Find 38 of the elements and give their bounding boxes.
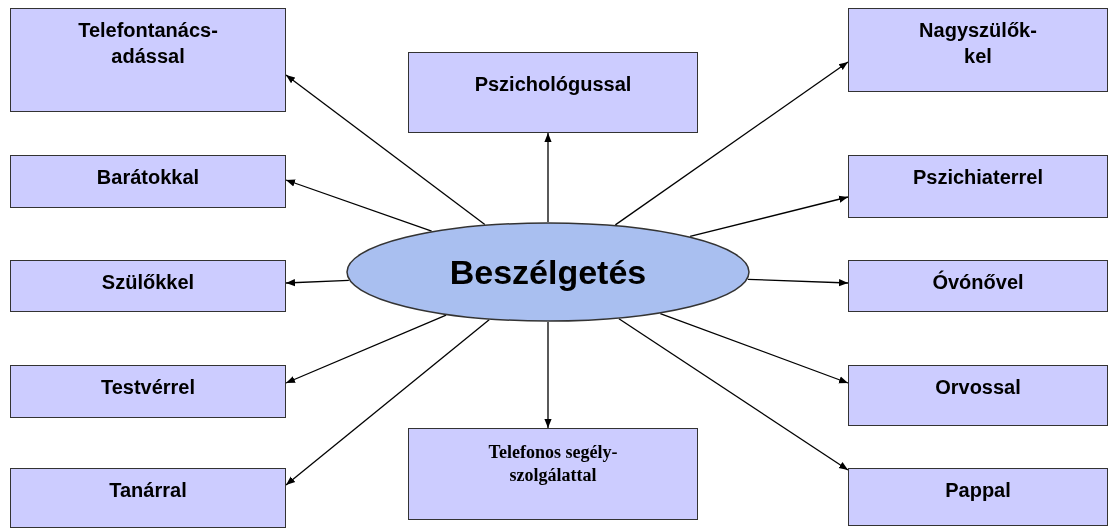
box-label: Barátokkal bbox=[96, 165, 200, 190]
arrow bbox=[659, 312, 849, 384]
arrow bbox=[285, 179, 433, 232]
arrow bbox=[285, 319, 490, 486]
topic-box bbox=[848, 468, 1108, 526]
arrow bbox=[618, 318, 849, 471]
arrow bbox=[285, 74, 486, 226]
box-label: Telefonos segély- szolgálattal bbox=[487, 441, 619, 488]
box-label: Szülőkkel bbox=[101, 270, 195, 295]
topic-box bbox=[848, 155, 1108, 218]
topic-box bbox=[408, 428, 698, 520]
box-label: Nagyszülők- kel bbox=[918, 18, 1038, 69]
box-label: Orvossal bbox=[935, 375, 1021, 400]
arrow bbox=[614, 61, 849, 226]
topic-box bbox=[848, 8, 1108, 92]
topic-box bbox=[848, 260, 1108, 312]
box-label: Telefontanács- adással bbox=[77, 18, 219, 69]
topic-ellipse bbox=[346, 222, 750, 322]
topic-box bbox=[10, 155, 286, 208]
topic-box bbox=[10, 468, 286, 528]
arrow bbox=[689, 195, 849, 238]
arrow bbox=[285, 314, 447, 384]
box-label: Pszichiaterrel bbox=[912, 165, 1044, 190]
arrow bbox=[544, 132, 552, 223]
box-label: Pszichológussal bbox=[474, 72, 632, 97]
topic-box bbox=[848, 365, 1108, 426]
arrow bbox=[747, 278, 849, 287]
arrow bbox=[544, 321, 552, 429]
box-label: Tanárral bbox=[109, 478, 187, 503]
topic-box bbox=[10, 8, 286, 112]
topic-box bbox=[10, 365, 286, 418]
box-label: Óvónővel bbox=[932, 269, 1024, 295]
box-label: Pappal bbox=[945, 478, 1011, 503]
topic-box bbox=[408, 52, 698, 133]
box-label: Testvérrel bbox=[100, 375, 196, 400]
arrow bbox=[285, 279, 350, 287]
center-title: Beszélgetés bbox=[449, 251, 647, 293]
topic-box bbox=[10, 260, 286, 312]
